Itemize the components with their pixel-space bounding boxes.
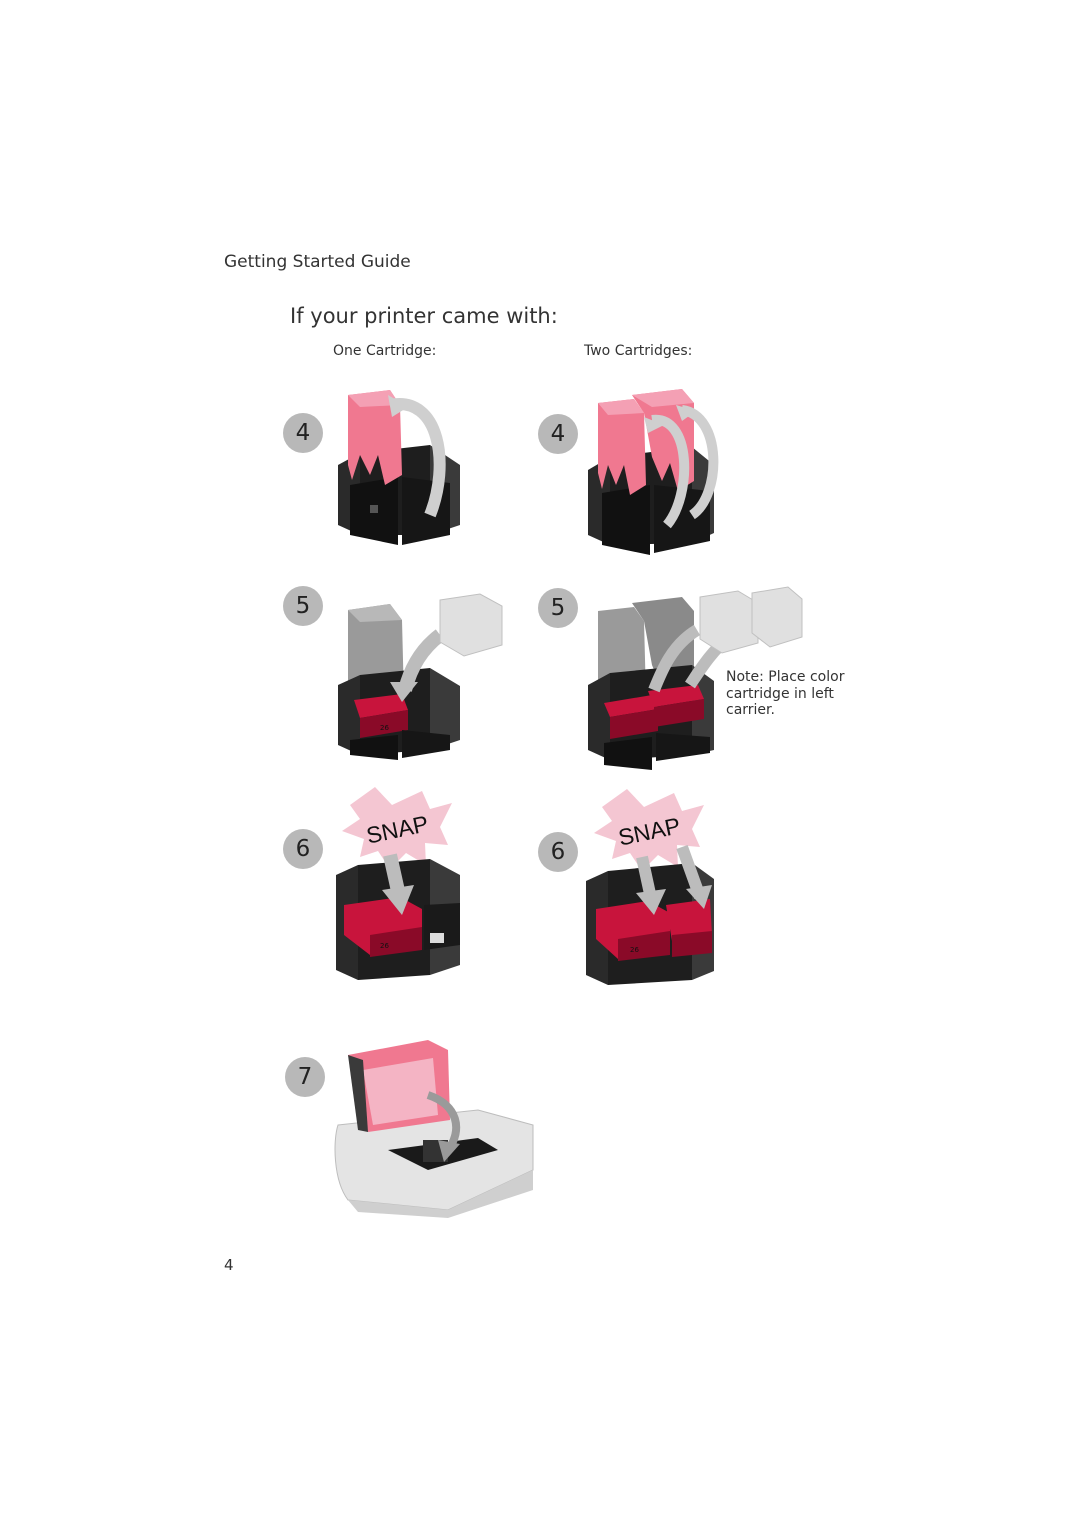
column-header-two-cartridges: Two Cartridges: bbox=[584, 343, 693, 359]
illustration-printer-close-lid bbox=[334, 1040, 534, 1218]
step-badge-6-left: 6 bbox=[283, 829, 323, 869]
step-badge-6-right: 6 bbox=[538, 832, 578, 872]
note-color-cartridge: Note: Place color cartridge in left carr… bbox=[726, 669, 845, 718]
column-header-one-cartridge: One Cartridge: bbox=[333, 343, 437, 359]
section-heading: If your printer came with: bbox=[290, 304, 558, 328]
step-badge-5-right: 5 bbox=[538, 588, 578, 628]
illustration-open-lid-two-cartridges bbox=[588, 389, 719, 555]
snap-burst bbox=[594, 789, 704, 871]
guide-title: Getting Started Guide bbox=[224, 252, 411, 272]
illustration-insert-one-cartridge: 26 bbox=[338, 593, 503, 760]
step-badge-7: 7 bbox=[285, 1057, 325, 1097]
step-badge-5-left: 5 bbox=[283, 586, 323, 626]
step-badge-4-left: 4 bbox=[283, 413, 323, 453]
page-number: 4 bbox=[224, 1256, 234, 1274]
cartridge-label: 26 bbox=[630, 946, 639, 954]
cartridge-label: 26 bbox=[380, 724, 389, 732]
illustration-open-lid-one-cartridge bbox=[338, 390, 460, 545]
illustration-insert-two-cartridges bbox=[588, 586, 803, 770]
step-badge-4-right: 4 bbox=[538, 414, 578, 454]
illustration-snap-one-cartridge: SNAP 26 bbox=[336, 787, 460, 980]
illustration-snap-two-cartridges: SNAP 26 bbox=[586, 789, 714, 985]
snap-burst bbox=[342, 787, 452, 869]
cartridge-label: 26 bbox=[380, 942, 389, 950]
